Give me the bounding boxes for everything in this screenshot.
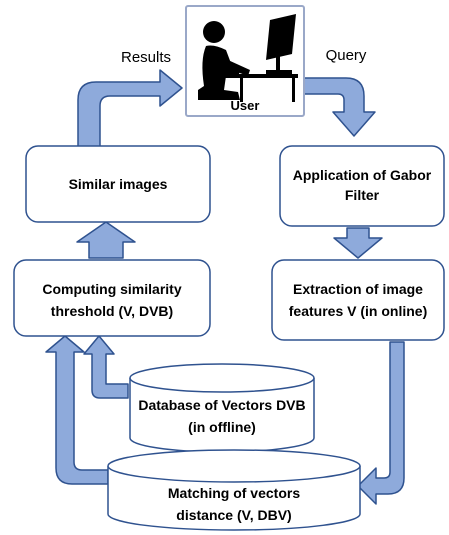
matching-label-line1: Matching of vectors (168, 485, 300, 501)
similarity-threshold-node: Computing similarity threshold (V, DVB) (13, 259, 211, 337)
similar-images-node: Similar images (25, 145, 211, 223)
gabor-label-line2: Filter (345, 187, 380, 203)
extraction-label-line1: Extraction of image (293, 281, 423, 297)
arrow-database-to-similarity (83, 335, 129, 399)
arrow-gabor-to-extraction (333, 227, 383, 259)
similarity-label-line2: threshold (V, DVB) (51, 303, 173, 319)
extraction-node: Extraction of image features V (in onlin… (271, 259, 445, 341)
gabor-label-line1: Application of Gabor (293, 167, 432, 183)
arrow-results (77, 69, 183, 149)
matching-label-line2: distance (V, DBV) (176, 507, 291, 523)
user-node: User (185, 5, 305, 117)
matching-node: Matching of vectors distance (V, DBV) (107, 449, 361, 531)
results-label: Results (121, 49, 171, 66)
arrow-matching-to-similarity (45, 335, 109, 485)
arrow-similarity-to-similar (76, 221, 136, 259)
similar-images-label: Similar images (69, 176, 168, 192)
gabor-filter-node: Application of Gabor Filter (279, 145, 445, 227)
similarity-label-line1: Computing similarity (42, 281, 181, 297)
query-label: Query (326, 47, 367, 64)
database-label-line2: (in offline) (188, 419, 256, 435)
database-node: Database of Vectors DVB (in offline) (129, 363, 315, 453)
user-label: User (231, 98, 260, 113)
user-at-computer-icon (198, 14, 298, 102)
database-label-line1: Database of Vectors DVB (138, 397, 305, 413)
arrow-extraction-to-matching (357, 341, 405, 505)
extraction-label-line2: features V (in online) (289, 303, 427, 319)
arrow-query (303, 77, 376, 137)
